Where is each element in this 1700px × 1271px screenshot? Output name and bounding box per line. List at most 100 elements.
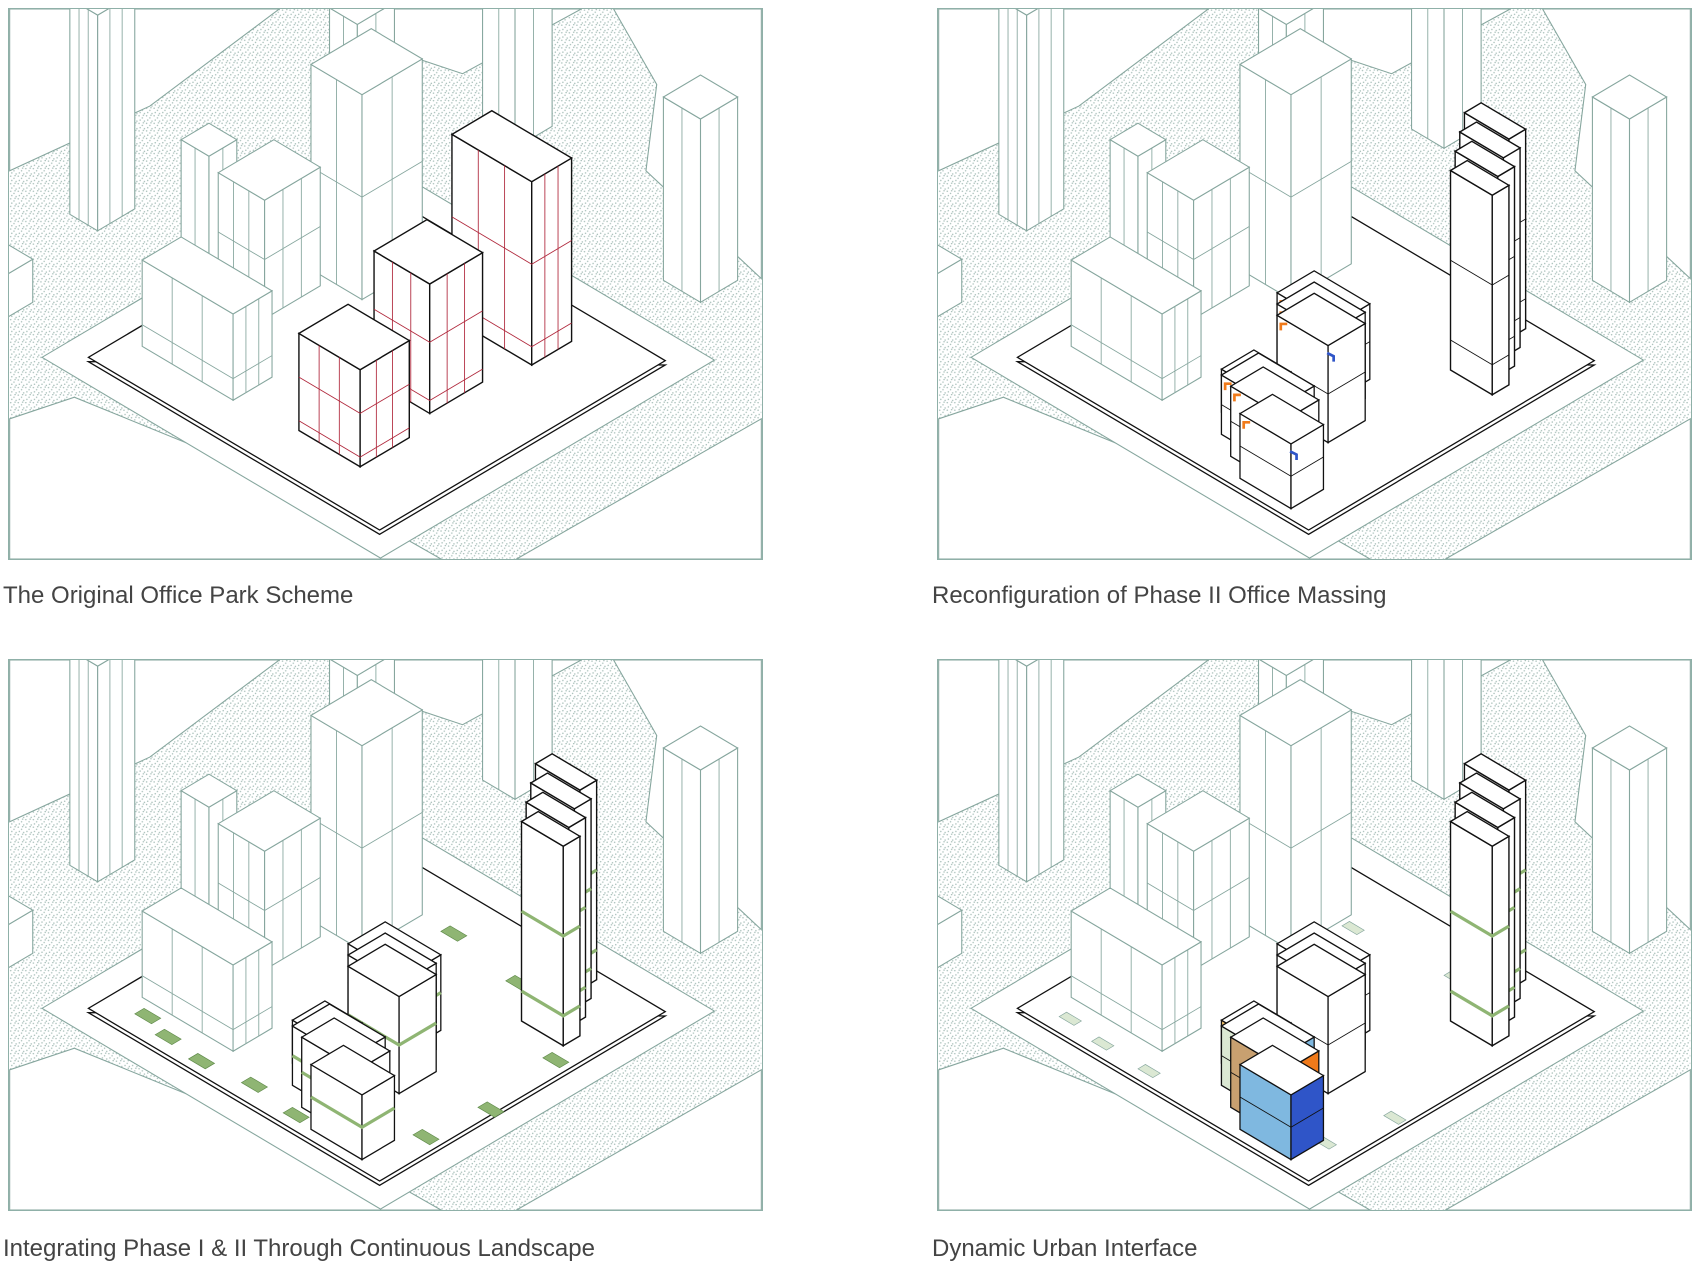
caption-urban-interface: Dynamic Urban Interface [932,1235,1198,1262]
face-top [1070,236,1203,315]
axonometric-drawing [938,9,1691,559]
floor-band [1070,324,1202,380]
face-top [346,943,438,998]
face-top [1458,121,1522,159]
diagram-urban-interface [937,659,1692,1211]
planter [187,1053,216,1070]
face-top [1238,393,1325,445]
planter [440,925,468,942]
phase1-block [141,887,274,1053]
context-building [9,244,34,318]
floor-band [1239,1096,1324,1128]
face-top [9,244,34,274]
planter [477,1101,505,1118]
face-top [938,895,963,925]
city-block [1444,417,1691,559]
floor-band [1239,445,1324,477]
orange-corner-marker [1279,322,1288,331]
planter [154,1028,182,1046]
face-right [97,660,136,883]
face-top [1259,660,1314,677]
phase2-cluster-block [1238,393,1325,510]
planter [240,1076,269,1093]
caption-original-scheme: The Original Office Park Scheme [3,582,354,609]
phase2-slim-tower [1449,810,1511,1047]
face-right [97,9,136,232]
face-top [1275,943,1367,998]
context-tower [1591,725,1668,955]
buildings [938,9,1668,510]
floor-band [1147,877,1250,912]
phase1-block [141,236,274,402]
planter [542,1051,570,1069]
city-block [515,417,762,559]
floor-band [1070,975,1202,1031]
face-top [1238,679,1353,747]
blue-corner-marker [1326,351,1336,362]
floor-band [1239,161,1352,198]
phase2-slim-tower [520,810,582,1047]
context-tower [662,725,739,955]
blue-corner-marker [1289,450,1298,460]
face-right [531,156,573,367]
phase1-block [1070,236,1203,402]
face-left [998,660,1028,883]
face-left [998,9,1028,232]
buildings [938,660,1668,1161]
face-top [1109,773,1167,808]
floor-band [520,989,581,1018]
caption-landscape: Integrating Phase I & II Through Continu… [3,1235,595,1262]
caption-reconfiguration: Reconfiguration of Phase II Office Massi… [932,582,1387,609]
face-top [938,244,963,274]
axonometric-drawing [938,660,1691,1210]
face-top [1463,753,1528,791]
paving-pad [1341,921,1365,936]
planter [134,1007,162,1025]
face-top [1070,887,1203,966]
face-top [180,122,238,157]
axonometric-drawing [9,660,762,1210]
face-top [534,753,599,791]
floor-band [218,877,321,912]
planter [282,1106,310,1124]
phase2-office-block [372,218,484,415]
phase1-tower [309,679,424,952]
face-top [309,679,424,747]
floor-band [1239,812,1352,849]
phase2-cluster-block [309,1044,396,1161]
face-top [1238,1044,1325,1096]
diagram-landscape [8,659,763,1211]
face-left [69,660,99,883]
city-block [515,1068,762,1210]
floor-band [451,216,572,265]
face-top [141,887,274,966]
face-top [1259,9,1314,26]
paving-pad [1137,1064,1161,1079]
context-tower [998,660,1065,883]
floor-band [298,420,410,458]
context-tower [998,9,1065,232]
paving-pad [1090,1036,1115,1051]
face-top [141,236,274,315]
buildings [9,9,739,469]
phase2-office-block [297,303,411,469]
floor-band [1450,339,1510,366]
floor-band [310,1095,396,1130]
face-top [1449,810,1511,848]
orange-corner-marker [1242,420,1251,429]
context-building [9,895,34,969]
floor-band [141,324,273,380]
floor-band [1450,259,1510,286]
face-right [1026,9,1065,232]
orange-corner-marker [1233,393,1241,402]
floor-band [373,308,483,343]
floor-band [520,909,581,938]
face-top [1453,140,1516,178]
floor-band [310,161,423,198]
orange-corner-marker [1223,382,1232,391]
face-top [520,810,582,848]
face-top [1109,122,1167,157]
floor-band [1147,226,1250,261]
face-top [1458,772,1522,810]
face-top [330,9,385,26]
